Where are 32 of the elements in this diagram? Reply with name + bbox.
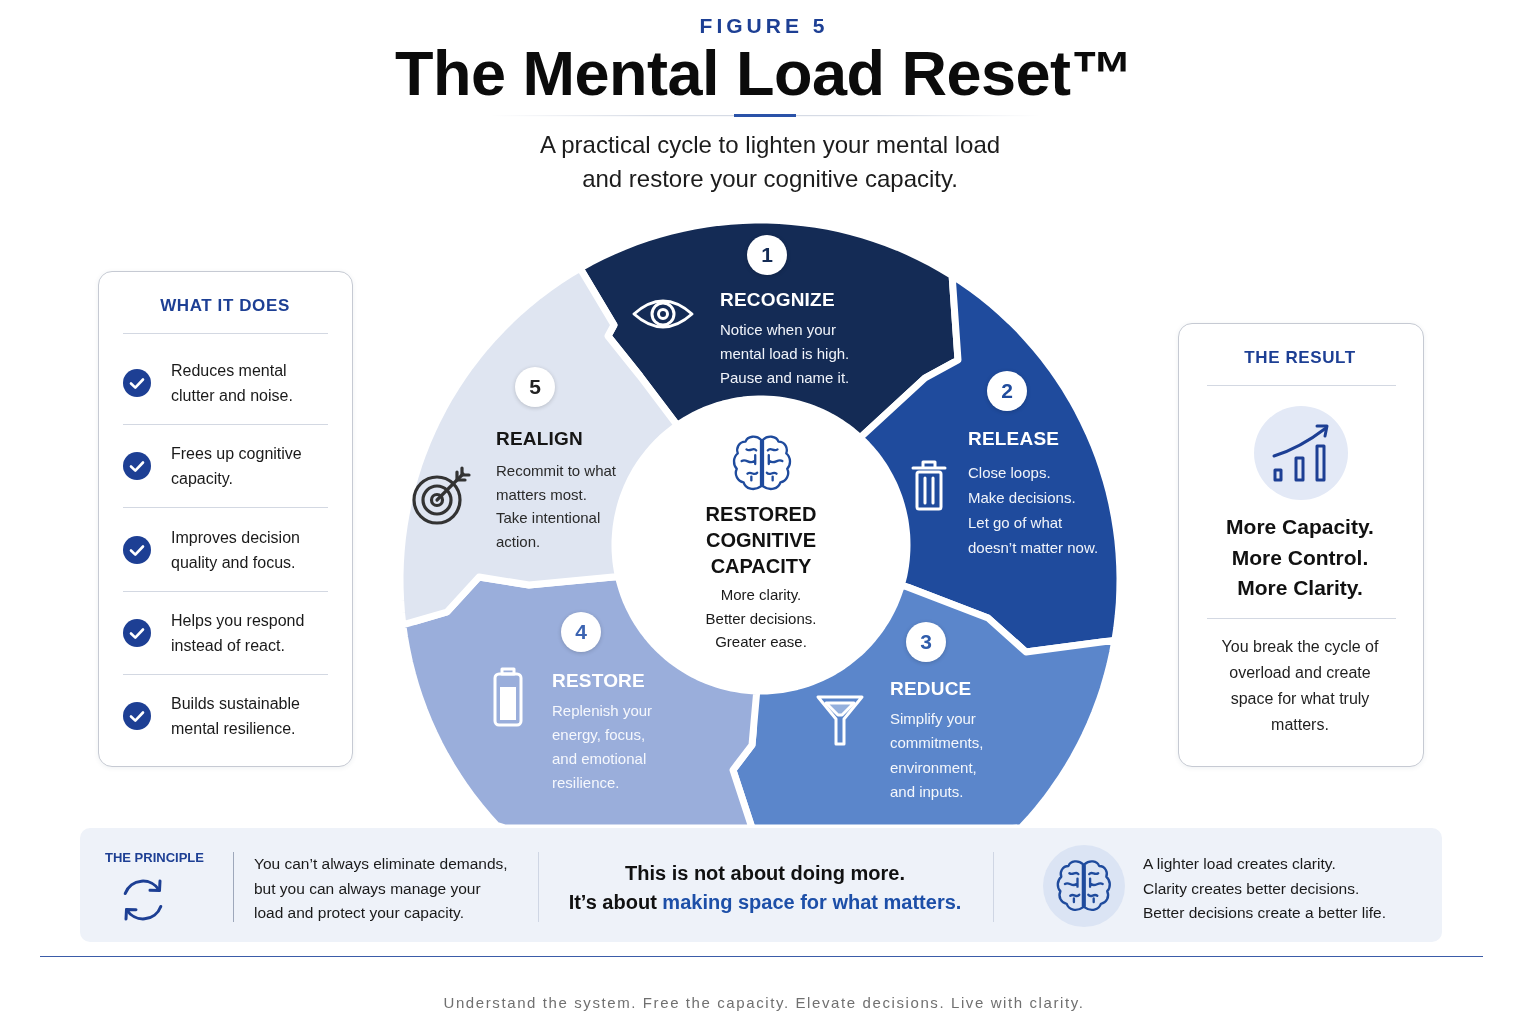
result-description: You break the cycle of overload and create space for what truly matters. [1220,637,1380,735]
step-title: RELEASE [968,428,1060,450]
panel-heading: THE RESULT [1244,347,1356,369]
step-title: RESTORE [552,670,645,692]
step-description: Notice when your mental load is high. Pause and name it. [720,320,851,388]
step-title: REALIGN [496,428,583,450]
step-description: Replenish your energy, focus, and emotional resilience. [552,701,654,793]
figure-number: FIGURE 5 [699,14,829,38]
section-heading: THE PRINCIPLE [105,850,204,866]
outcome-text: A lighter load creates clarity. Clarity creates better decisions. Better decisions create a better life. [1143,854,1386,923]
principle-text: You can’t always eliminate demands, but you can always manage your load and protect your capacity. [254,854,509,923]
benefit-text: Builds sustainable mental resilience. [171,694,301,739]
result-panel [1178,323,1424,767]
benefit-text: Reduces mental clutter and noise. [171,361,294,406]
step-title: RECOGNIZE [720,289,835,311]
hub-title: RESTORED COGNITIVE CAPACITY [704,502,818,579]
benefit-text: Helps you respond instead of react. [171,610,306,656]
subtitle: A practical cycle to lighten your mental load and restore your cognitive capacity. [538,130,1002,194]
step-title: REDUCE [890,678,972,700]
key-message: This is not about doing more. It’s about making space for what matters. [568,861,962,915]
info-panel [98,271,353,767]
benefit-text: Frees up cognitive capacity. [171,444,303,490]
step-description: Recommit to what matters most. Take intentional action. [496,461,618,553]
panel-heading: WHAT IT DOES [160,295,290,317]
benefit-text: Improves decision quality and focus. [171,527,301,573]
principle-banner [80,828,1442,942]
title: The Mental Load Reset™ [394,37,1134,109]
tagline: Understand the system. Free the capacity. Elevate decisions. Live with clarity. [443,993,1085,1013]
hub-description: More clarity. Better decisions. Greater ease. [705,585,817,652]
result-statement: More Capacity. More Control. More Clarity. [1226,514,1374,601]
step-description: Simplify your commitments, environment, and inputs. [890,709,985,802]
step-description: Close loops. Make decisions. Let go of what doesn’t matter now. [968,463,1100,558]
